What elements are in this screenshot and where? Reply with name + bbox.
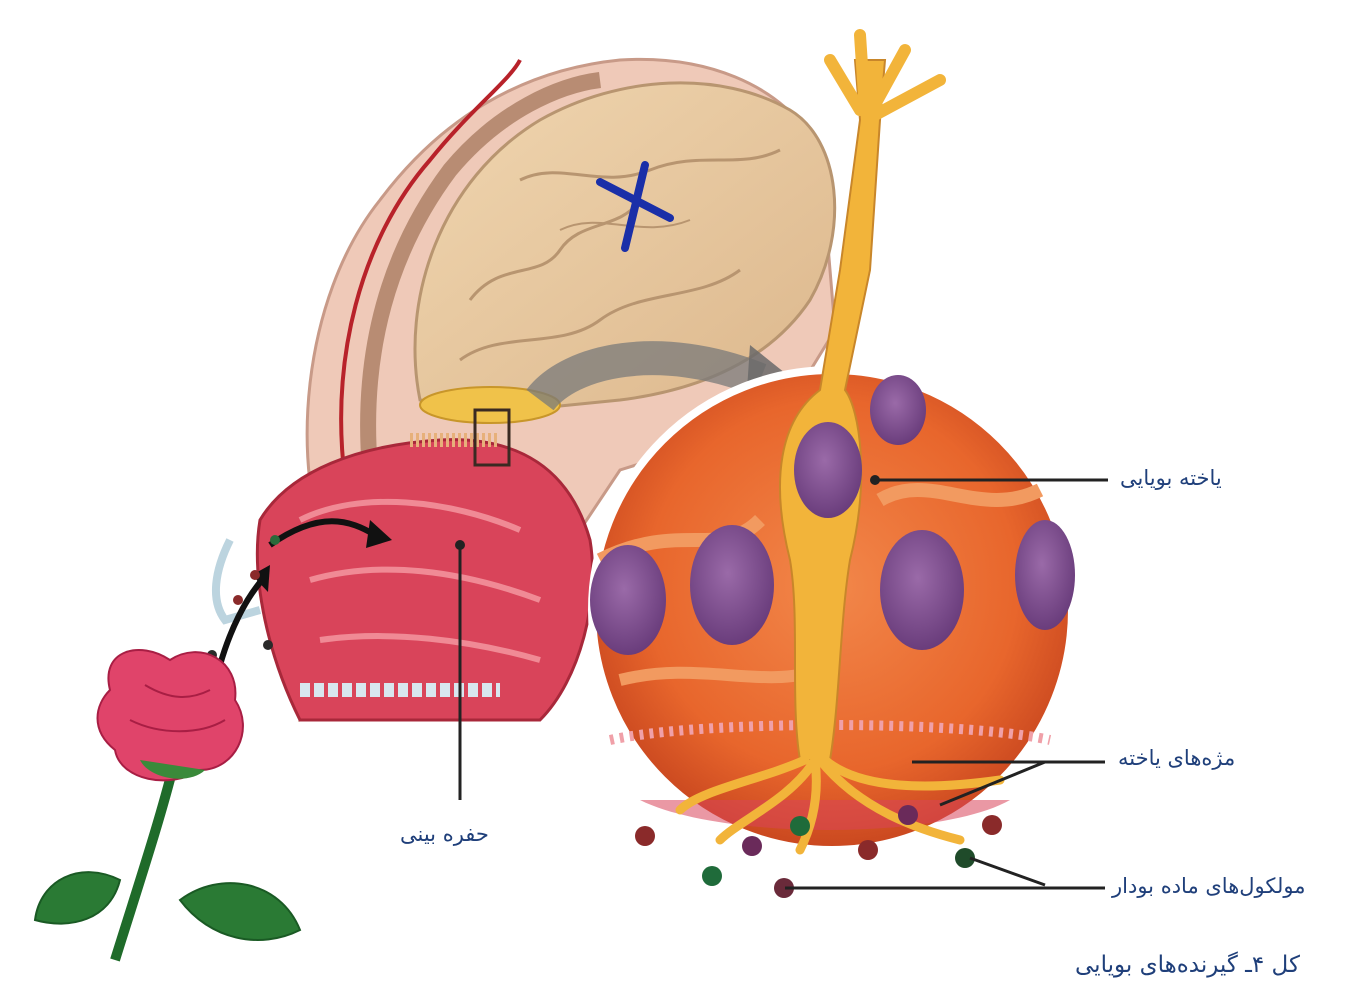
- label-odor-molecules: مولکول‌های ماده بودار: [1112, 874, 1305, 898]
- odor-molecule: [898, 805, 918, 825]
- figure-caption: کل ۴ـ گیرنده‌های بویایی: [1075, 952, 1300, 978]
- label-nasal-cavity: حفره بینی: [400, 822, 489, 846]
- odor-molecule: [250, 570, 260, 580]
- label-olfactory-cell: یاخته بویایی: [1120, 466, 1222, 490]
- odor-molecule: [702, 866, 722, 886]
- cell-nucleus: [880, 530, 964, 650]
- cell-nucleus: [590, 545, 666, 655]
- odor-molecule: [270, 535, 280, 545]
- odor-molecule: [742, 836, 762, 856]
- rose-flower: [35, 650, 300, 960]
- odor-molecule: [233, 595, 243, 605]
- odor-molecule: [982, 815, 1002, 835]
- cell-nucleus: [690, 525, 774, 645]
- neuron-nucleus: [794, 422, 862, 518]
- odor-molecule: [635, 826, 655, 846]
- odor-molecule: [858, 840, 878, 860]
- label-cell-cilia: مژه‌های یاخته: [1118, 746, 1235, 770]
- leader-line-molecules-2: [970, 858, 1045, 885]
- odor-molecule: [790, 816, 810, 836]
- cell-nucleus: [1015, 520, 1075, 630]
- cell-nucleus: [870, 375, 926, 445]
- odor-molecule: [263, 640, 273, 650]
